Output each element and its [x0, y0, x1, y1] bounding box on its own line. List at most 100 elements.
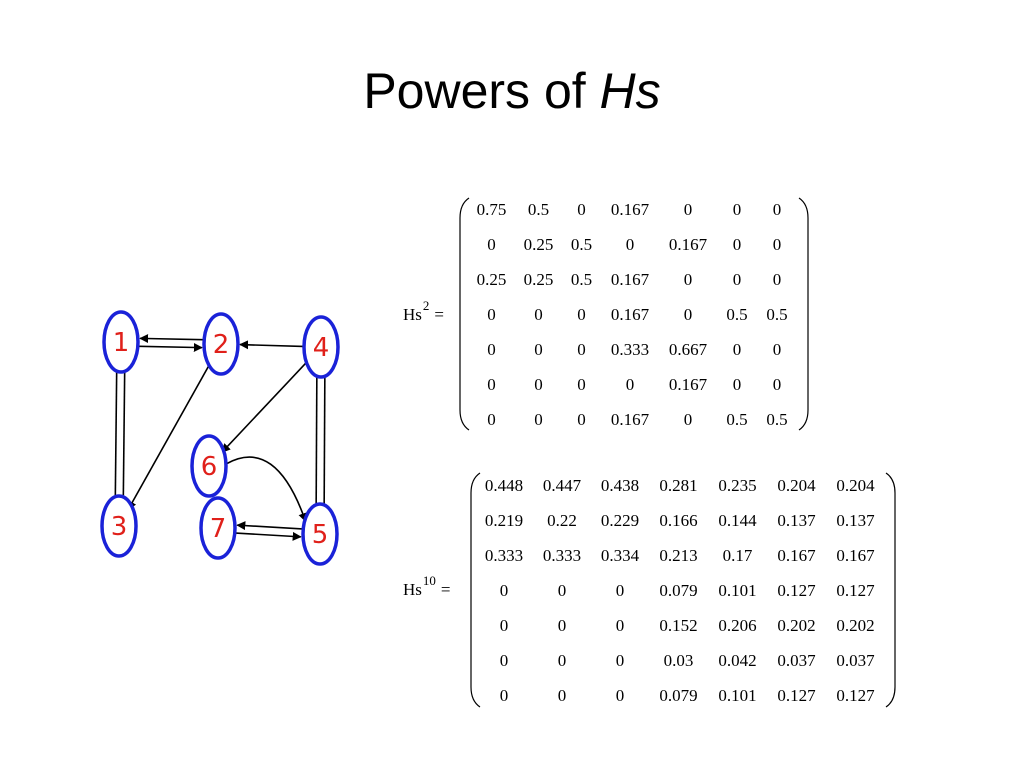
- node-label: 2: [213, 330, 230, 360]
- hs2-cell: 0.5: [766, 409, 788, 429]
- edge-2-to-1: [139, 334, 204, 344]
- hs2-cell: 0: [487, 409, 496, 429]
- hs2-label-exponent: 2: [422, 298, 430, 313]
- hs2-cell: 0: [772, 269, 782, 289]
- hs2-cell: 0.25: [523, 269, 554, 289]
- hs2-cell: 0.167: [610, 409, 650, 429]
- hs2-cell: 0.5: [570, 234, 593, 254]
- slide-title: Powers of Hs: [0, 62, 1024, 120]
- hs10-cell: 0.202: [836, 615, 875, 635]
- hs2-cell: 0: [683, 409, 693, 429]
- hs10-cell: 0.152: [659, 615, 698, 635]
- title-main-text: Powers of: [363, 63, 600, 119]
- node-circle: [199, 496, 237, 560]
- hs2-cell: 0.5: [570, 269, 593, 289]
- hs10-cell: 0.447: [542, 475, 582, 495]
- hs2-cell: 0.25: [523, 234, 554, 254]
- hs10-cell: 0.042: [718, 650, 757, 670]
- hs2-cell: 0: [683, 304, 693, 324]
- hs10-cell: 0: [499, 580, 509, 600]
- hs10-label-base: Hs: [403, 580, 422, 599]
- hs2-cell: 0: [577, 199, 586, 219]
- node-7: 7: [199, 496, 237, 560]
- hs10-cell: 0.127: [777, 580, 816, 600]
- node-label: 6: [201, 452, 218, 482]
- hs10-cell: 0.334: [600, 545, 640, 565]
- hs2-cell: 0: [732, 269, 742, 289]
- hs10-right-paren: [885, 472, 896, 708]
- edge-7-to-5: [235, 531, 302, 541]
- hs2-cell: 0: [487, 339, 496, 359]
- hs10-cell: 0.281: [659, 475, 698, 495]
- hs2-cell: 0: [487, 374, 496, 394]
- hs2-cell: 0.333: [610, 339, 650, 359]
- hs2-cell: 0.167: [610, 304, 650, 324]
- node-circle: [100, 494, 138, 558]
- hs10-cell: 0.127: [777, 685, 816, 705]
- edge-4-to-5: [311, 364, 321, 516]
- node-4: 4: [302, 315, 340, 379]
- hs10-cell: 0.127: [836, 685, 875, 705]
- hs10-cell: 0.235: [718, 475, 757, 495]
- hs10-cell: 0: [499, 685, 509, 705]
- hs2-equals: =: [434, 305, 444, 324]
- hs2-cell: 0: [534, 304, 543, 324]
- edge-5-to-4: [320, 365, 330, 517]
- node-circle: [102, 310, 140, 374]
- title-italic-text: Hs: [599, 63, 661, 119]
- node-label: 4: [313, 333, 330, 363]
- hs10-cell: 0.438: [600, 475, 640, 495]
- hs10-cell: 0.167: [777, 545, 816, 565]
- hs10-cell: 0.219: [484, 510, 524, 530]
- hs2-cell: 0: [683, 269, 693, 289]
- hs10-cell: 0: [557, 615, 567, 635]
- hs10-cell: 0.037: [836, 650, 875, 670]
- hs10-cell: 0.204: [777, 475, 816, 495]
- hs10-cell: 0.137: [836, 510, 875, 530]
- hs2-cell: 0: [732, 234, 742, 254]
- hs10-cell: 0.101: [718, 580, 757, 600]
- hs10-cell: 0: [499, 615, 509, 635]
- node-label: 5: [312, 520, 329, 550]
- hs10-cell: 0.167: [836, 545, 875, 565]
- hs10-cell: 0.079: [659, 685, 698, 705]
- hs10-cell: 0.229: [600, 510, 640, 530]
- hs10-cell: 0: [615, 580, 625, 600]
- hs10-label-exponent: 10: [422, 573, 436, 588]
- hs2-cell: 0: [577, 409, 586, 429]
- hs10-cell: 0.137: [777, 510, 816, 530]
- hs10-cell: 0: [615, 685, 625, 705]
- hs2-cell: 0.167: [610, 269, 650, 289]
- hs10-cell: 0.03: [663, 650, 694, 670]
- hs2-cell: 0.5: [766, 304, 788, 324]
- hs2-cell: 0: [625, 234, 635, 254]
- hs10-cell: 0.166: [659, 510, 698, 530]
- hs2-cell: 0: [577, 339, 586, 359]
- hs2-cell: 0.167: [668, 374, 708, 394]
- hs2-cell: 0: [487, 234, 496, 254]
- hs2-row: 0.25 0.25 0.5 0.167 0 0 0: [468, 262, 797, 297]
- edge-4-to-2: [239, 340, 304, 350]
- hs10-cell: 0.333: [484, 545, 524, 565]
- node-circle: [190, 434, 228, 498]
- hs2-cell: 0.667: [668, 339, 708, 359]
- node-1: 1: [102, 310, 140, 374]
- graph-edges: [110, 334, 330, 541]
- hs2-cell: 0.5: [726, 304, 748, 324]
- hs2-cell: 0.25: [476, 269, 507, 289]
- hs2-cell: 0.167: [668, 234, 708, 254]
- hs2-cell: 0.5: [527, 199, 550, 219]
- hs2-cell: 0: [577, 374, 586, 394]
- edge-4-to-6: [221, 359, 310, 453]
- hs10-cell: 0: [615, 615, 625, 635]
- hs10-cell: 0.127: [836, 580, 875, 600]
- hs2-cell: 0: [534, 409, 543, 429]
